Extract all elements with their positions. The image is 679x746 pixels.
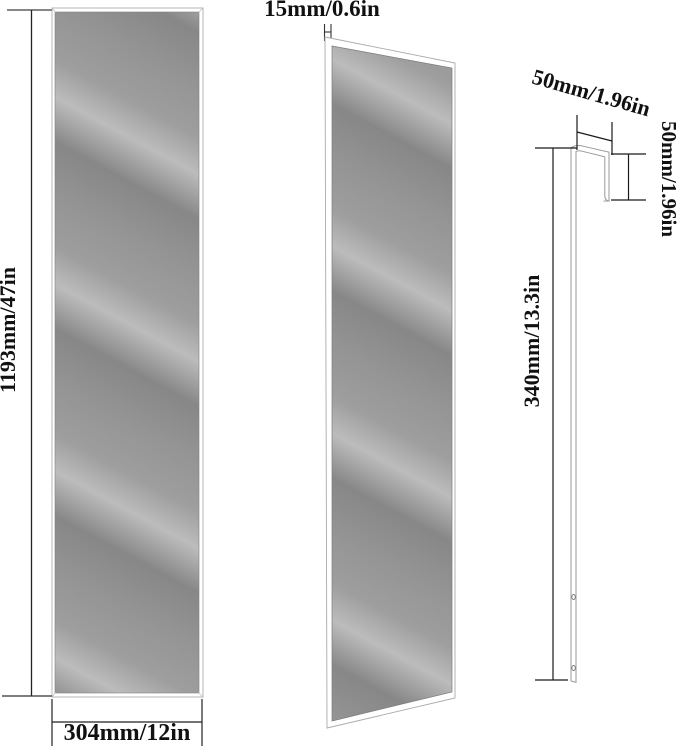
thickness-dimension — [323, 24, 332, 41]
bracket-length-dimension — [535, 147, 577, 681]
bracket-profile — [570, 145, 610, 683]
front-view-group — [2, 7, 204, 746]
bracket-view-group — [535, 115, 646, 683]
hook-drop-label: 50mm/1.96in — [657, 120, 679, 238]
bracket-screw-holes — [571, 594, 576, 671]
front-mirror-face — [54, 11, 200, 694]
front-width-dimension — [51, 699, 203, 746]
bracket-length-label: 340mm/13.3in — [519, 274, 544, 408]
side-mirror-face — [331, 45, 453, 722]
front-height-dimension — [2, 9, 52, 697]
thickness-label: 15mm/0.6in — [264, 0, 380, 21]
front-width-label: 304mm/12in — [63, 720, 191, 746]
hook-width-dimension — [576, 115, 613, 155]
front-frame-bevels — [52, 8, 203, 697]
hook-drop-dimension — [611, 153, 646, 201]
side-view-group — [323, 24, 456, 729]
front-height-label: 1193mm/47in — [0, 267, 20, 393]
